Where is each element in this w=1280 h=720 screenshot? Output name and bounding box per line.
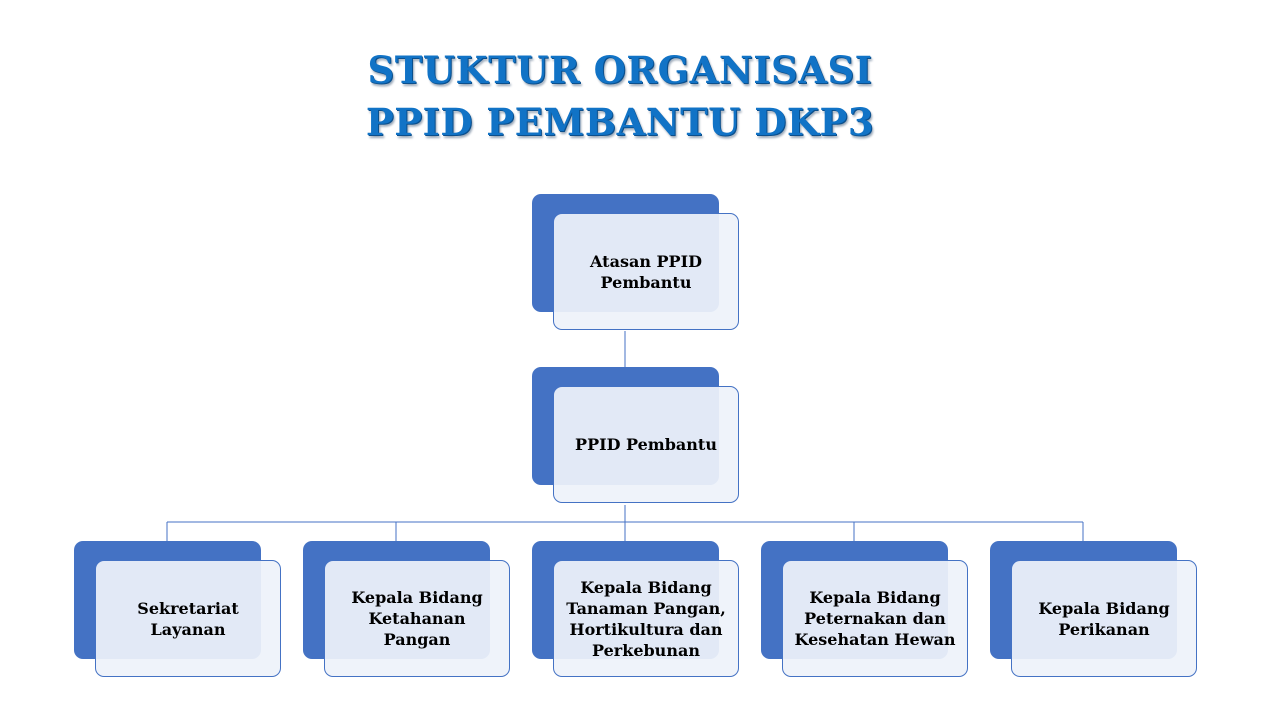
node-label: PPID Pembantu — [575, 435, 717, 454]
node-front-box: Kepala Bidang Peternakan dan Kesehatan H… — [782, 560, 968, 677]
node-label: Kepala Bidang Tanaman Pangan, Hortikultu… — [566, 577, 726, 660]
node-front-box: PPID Pembantu — [553, 386, 739, 503]
node-label: Kepala Bidang Perikanan — [1038, 598, 1170, 639]
node-front-box: Atasan PPID Pembantu — [553, 213, 739, 330]
node-front-box: Kepala Bidang Perikanan — [1011, 560, 1197, 677]
title-line-2: PPID PEMBANTU DKP3 — [365, 100, 875, 144]
node-front-box: Kepala Bidang Ketahanan Pangan — [324, 560, 510, 677]
node-label: Atasan PPID Pembantu — [590, 251, 702, 292]
diagram-title: STUKTUR ORGANISASI PPID PEMBANTU DKP3 — [270, 44, 970, 148]
node-label: Kepala Bidang Peternakan dan Kesehatan H… — [794, 588, 956, 649]
title-line-1: STUKTUR ORGANISASI — [367, 48, 873, 92]
node-front-box: Sekretariat Layanan — [95, 560, 281, 677]
node-label: Kepala Bidang Ketahanan Pangan — [351, 588, 483, 649]
node-front-box: Kepala Bidang Tanaman Pangan, Hortikultu… — [553, 560, 739, 677]
node-label: Sekretariat Layanan — [137, 598, 239, 639]
